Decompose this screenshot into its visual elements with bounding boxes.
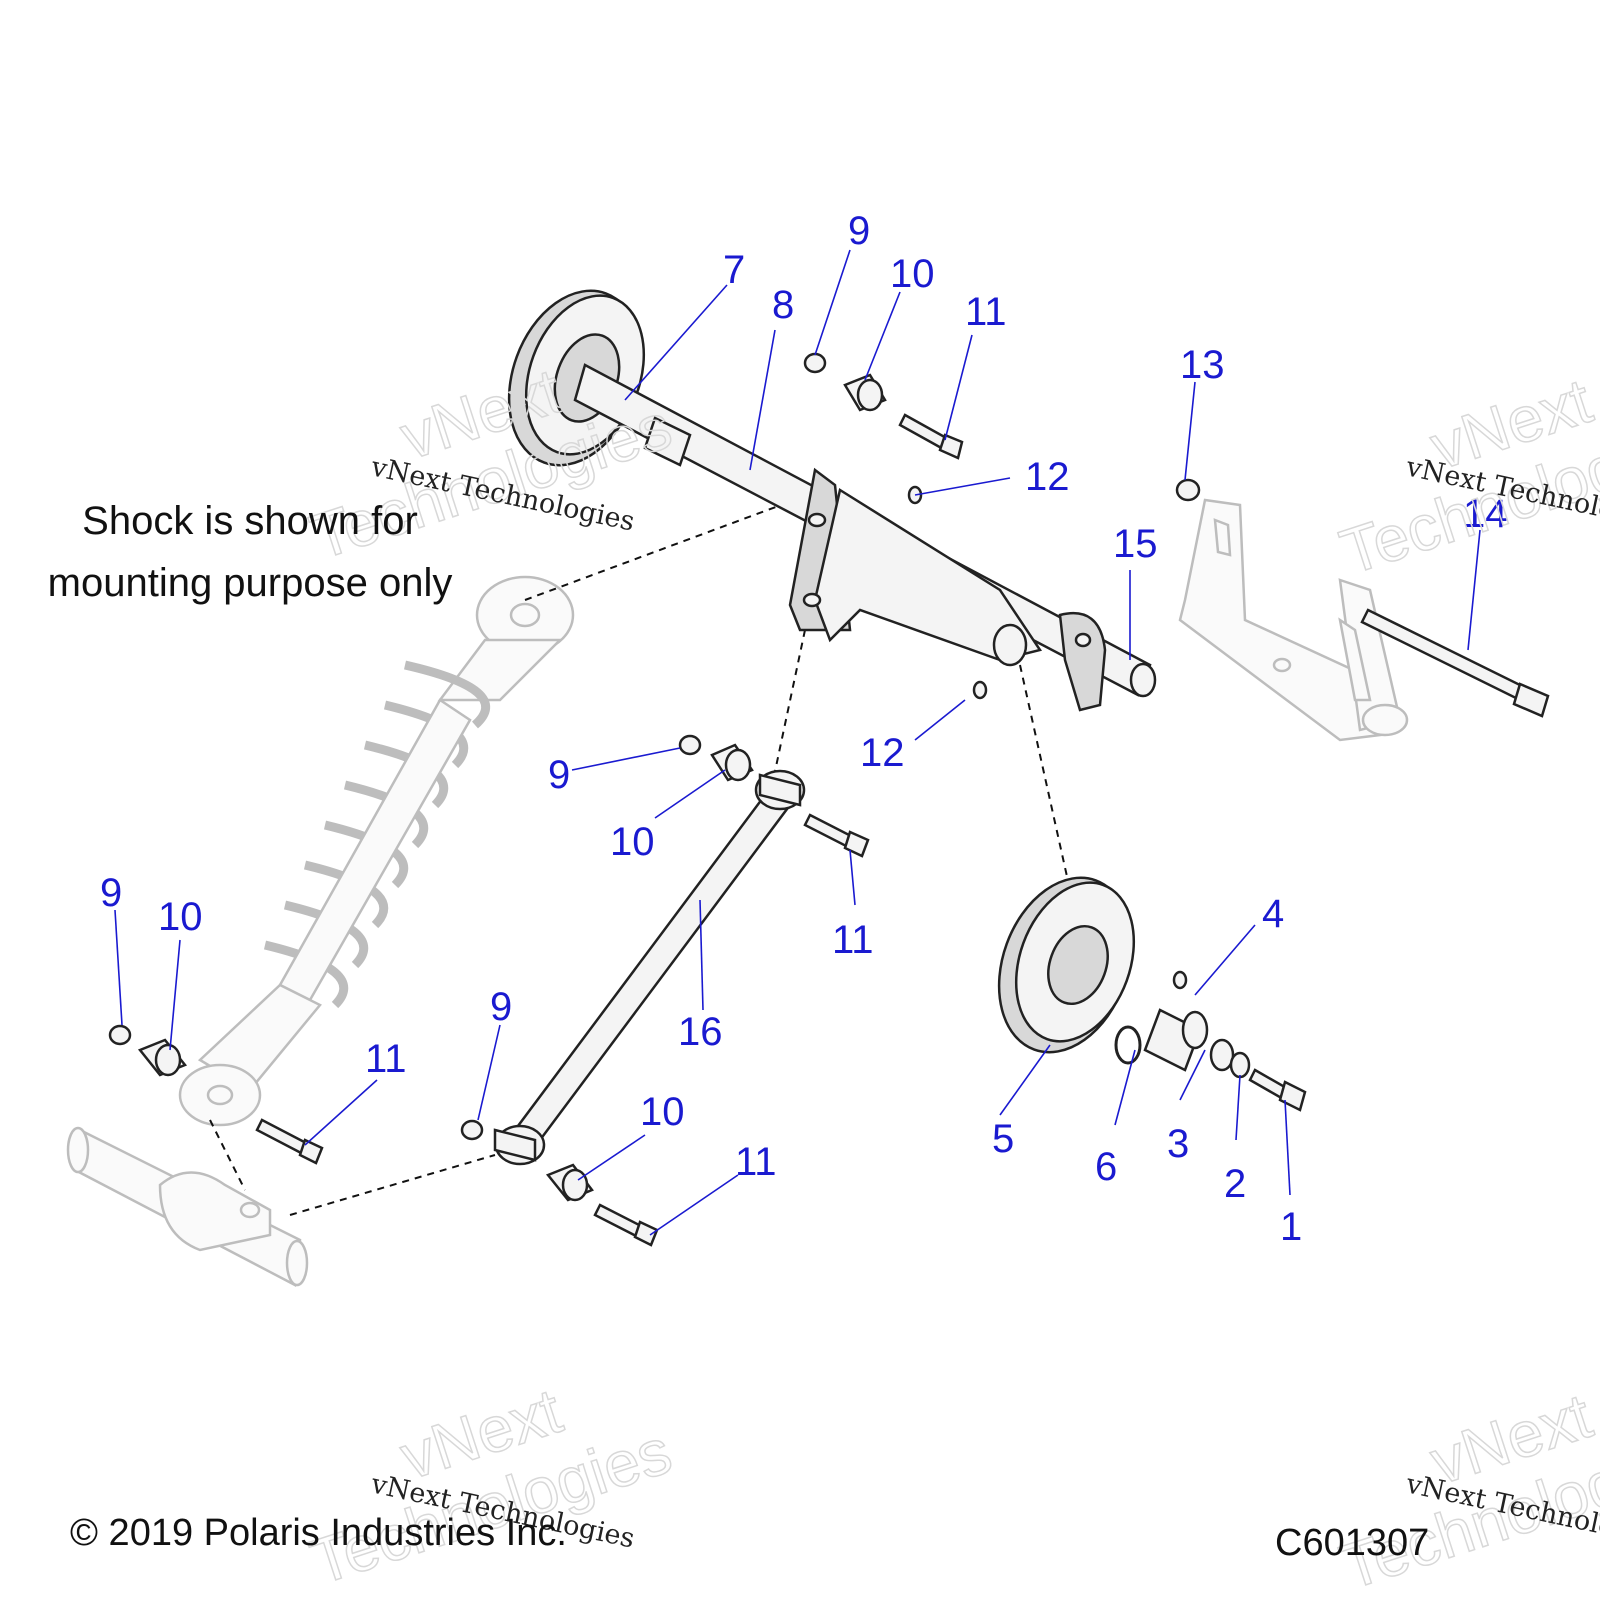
callout-11-mid: 11 [832,918,874,962]
callout-10-top: 10 [890,252,935,296]
callout-6: 6 [1095,1145,1117,1189]
torque-arm [493,769,806,1166]
hardware-bushings [137,373,887,1202]
callout-7: 7 [723,248,745,292]
idler-wheel-lower [997,876,1136,1054]
callout-12-mid: 12 [860,731,905,775]
callout-9-left: 9 [100,871,122,915]
callout-15: 15 [1113,522,1158,566]
callout-11-top: 11 [965,290,1007,334]
callout-9-top: 9 [848,209,870,253]
long-bolt [1360,608,1550,718]
hardware-nuts [108,352,1201,1141]
hardware-bolts [255,413,988,1247]
callout-12-top: 12 [1025,455,1070,499]
callout-2: 2 [1224,1162,1246,1206]
shock-note-line1: Shock is shown for [82,499,418,543]
wheel-stack-hardware [1114,970,1307,1112]
center-bracket [788,467,1107,712]
callout-9-low: 9 [490,985,512,1029]
callout-14: 14 [1463,492,1508,536]
shock-absorber-ghost [178,575,575,1127]
callout-10-low: 10 [640,1090,685,1134]
callout-11-low: 11 [735,1140,777,1184]
callout-9-mid: 9 [548,753,570,797]
copyright-text: © 2019 Polaris Industries Inc. [70,1512,567,1554]
shock-note: Shock is shown for mounting purpose only [10,490,490,614]
callout-16: 16 [678,1010,723,1054]
callout-10-left: 10 [158,895,203,939]
rail-bracket-ghost [1178,498,1409,742]
callout-4: 4 [1262,892,1284,936]
callout-11-left: 11 [365,1037,407,1081]
callout-13: 13 [1180,343,1225,387]
shock-note-line2: mounting purpose only [47,561,453,605]
callout-5: 5 [992,1117,1014,1161]
diagram-code: C601307 [1275,1522,1430,1564]
watermarks: vNext Technologies vNext Technologies vN… [301,353,1600,1600]
callout-numbers: 1 2 3 4 5 6 7 8 9 10 11 12 13 14 15 16 1… [100,209,1508,1249]
callout-8: 8 [772,283,794,327]
callout-1: 1 [1280,1205,1302,1249]
callout-3: 3 [1167,1122,1189,1166]
leader-lines [114,249,1481,1236]
lower-cross-shaft-ghost [66,1126,309,1287]
callout-10-mid: 10 [610,820,655,864]
